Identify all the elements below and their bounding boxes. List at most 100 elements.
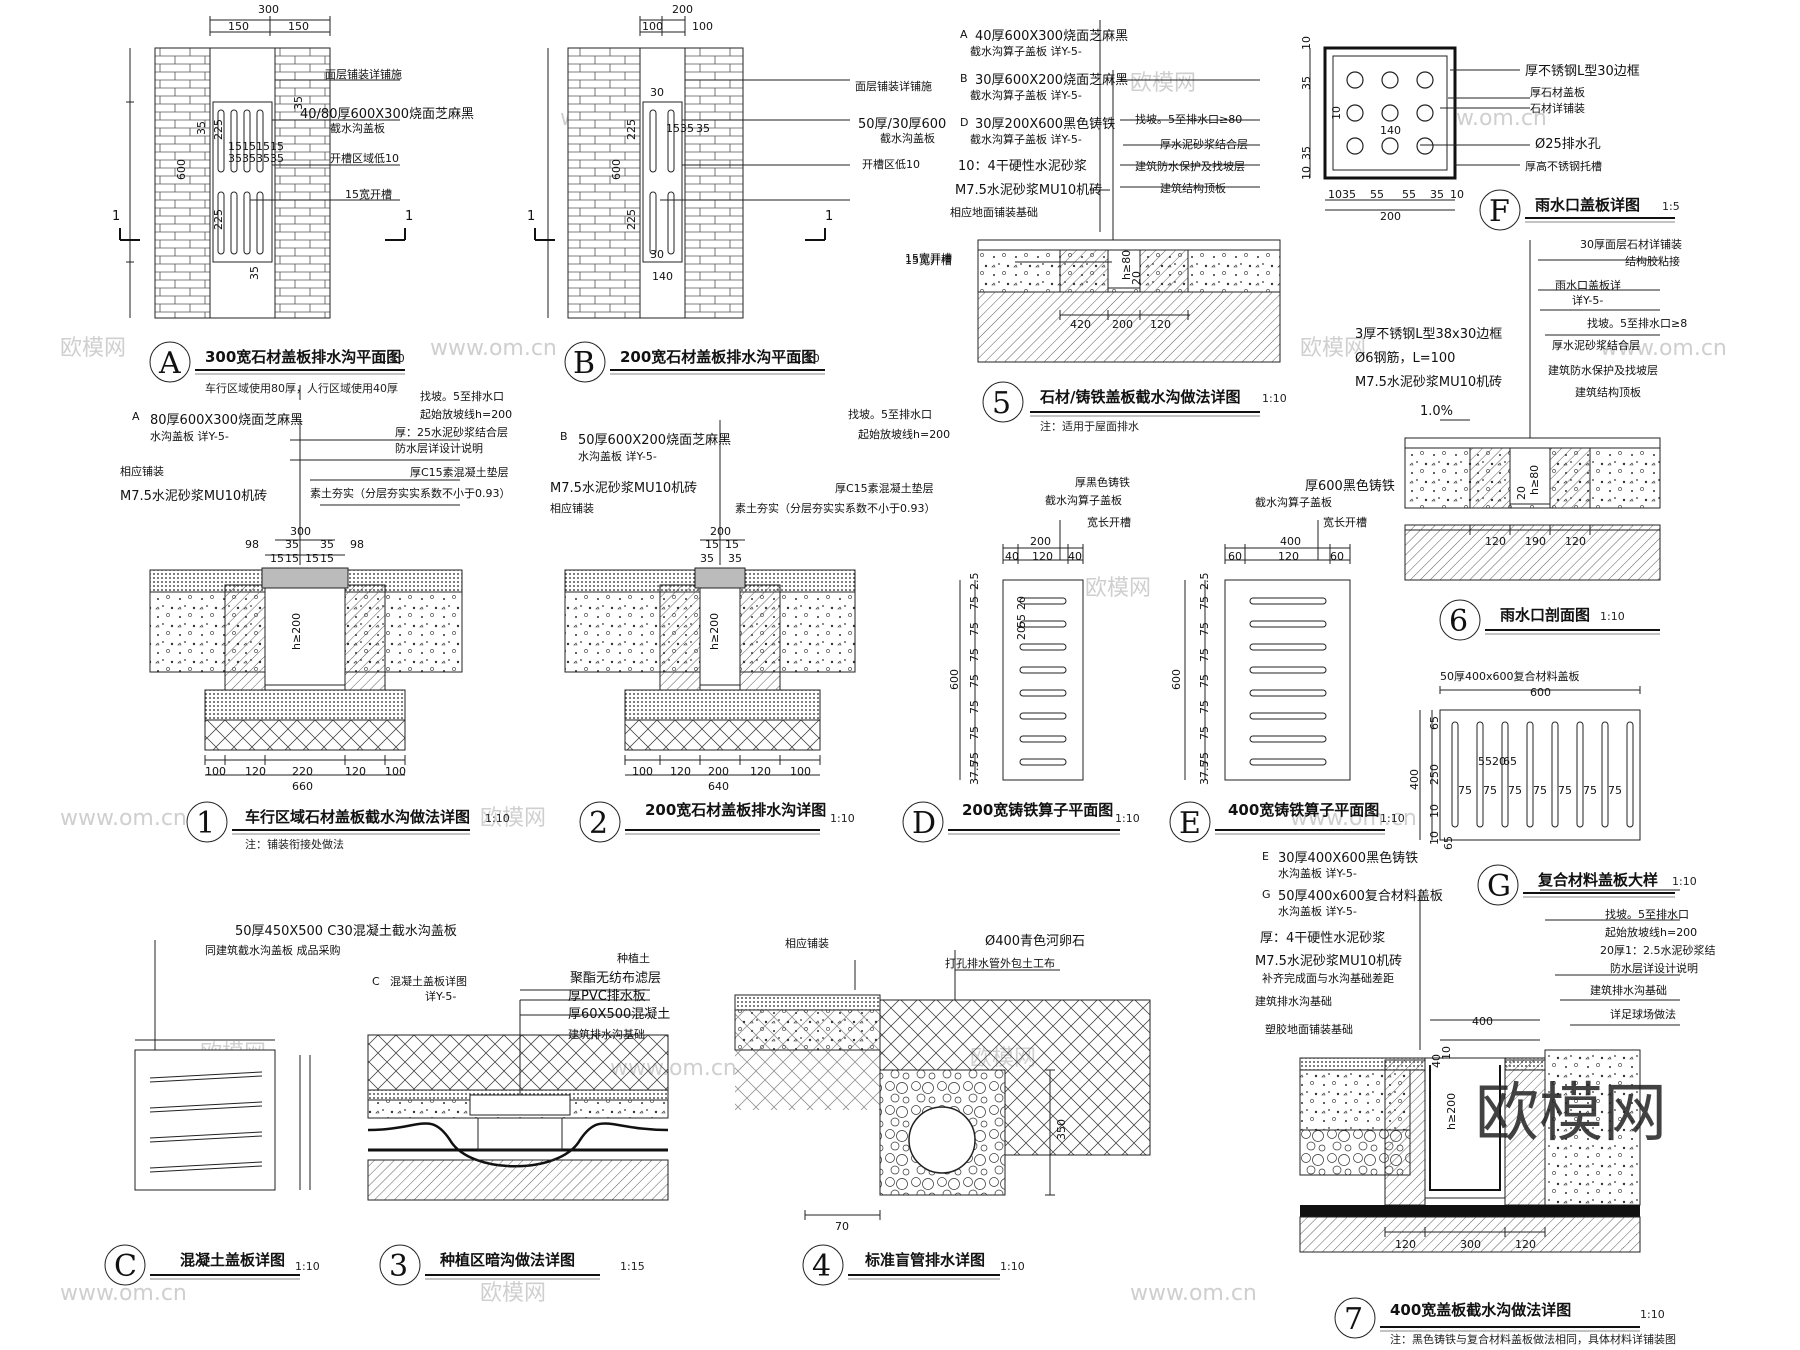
scale-d: 1:10 bbox=[1115, 812, 1140, 825]
panel-g-plan bbox=[1419, 686, 1675, 906]
dim-f-v10c: 10 bbox=[1330, 106, 1343, 120]
dim-7-40: 40 bbox=[1430, 1054, 1443, 1068]
grate-slot bbox=[1249, 689, 1327, 697]
title-4: 标准盲管排水详图 bbox=[864, 1251, 985, 1269]
note-5: 注：适用于屋面排水 bbox=[1040, 419, 1139, 433]
section-4-text: 相应铺装 Ø400青色河卵石 打孔排水管外包土工布 350 70 4 标准盲管排… bbox=[785, 933, 1085, 1284]
dim-5-120: 120 bbox=[1150, 318, 1171, 331]
grate-slot bbox=[1249, 758, 1327, 766]
dim-d-2.5: 2.5 bbox=[968, 573, 981, 591]
ref7-e-code: E bbox=[1262, 850, 1269, 863]
composite-slot bbox=[1501, 721, 1509, 828]
dim-15c: 15 bbox=[256, 140, 270, 153]
dim-b-100b: 100 bbox=[692, 20, 713, 33]
ref5-d-line2: 截水沟算子盖板 详Y-5- bbox=[970, 132, 1082, 146]
dim-6-190: 190 bbox=[1525, 535, 1546, 548]
label-5-8: 15宽开槽 bbox=[905, 253, 952, 267]
dim-d-75a: 75 bbox=[968, 596, 981, 610]
composite-slot bbox=[1601, 721, 1609, 828]
section-mark-1: 1 bbox=[112, 209, 120, 224]
dim-1-15d: 15 bbox=[320, 552, 334, 565]
title-b: 200宽石材盖板排水沟平面图 bbox=[620, 348, 816, 366]
dim-1-35b: 35 bbox=[320, 538, 334, 551]
composite-slot bbox=[1551, 721, 1559, 828]
dim-g-75a: 75 bbox=[1458, 784, 1472, 797]
dim-35: 35 bbox=[292, 96, 305, 110]
label-7-10: 建筑排水沟基础 bbox=[1255, 994, 1332, 1008]
watermark-logo: 欧模网 bbox=[1475, 1077, 1667, 1151]
note-7: 注：黑色铸铁与复合材料盖板做法相同，具体材料详铺装图 bbox=[1390, 1332, 1676, 1346]
dim-2-120b: 120 bbox=[750, 765, 771, 778]
grate-slot bbox=[1249, 666, 1327, 674]
label-5-3: 建筑防水保护及找坡层 bbox=[1135, 159, 1245, 173]
panel-d-text: 厚黑色铸铁 截水沟算子盖板 宽长开槽 200 40 120 40 600 75 … bbox=[912, 475, 1140, 841]
dim-f-200: 200 bbox=[1380, 210, 1401, 223]
dim-1-100: 100 bbox=[205, 765, 226, 778]
section-mark-b1b: 1 bbox=[825, 209, 833, 224]
composite-slot bbox=[1476, 721, 1484, 828]
dim-g-250: 250 bbox=[1428, 764, 1441, 785]
dim-d-75f: 75 bbox=[968, 726, 981, 740]
label-1-2: 起始放坡线h=200 bbox=[420, 407, 512, 421]
label-7-7: 厚：4干硬性水泥砂浆 bbox=[1260, 931, 1385, 946]
ref2-line2: 水沟盖板 详Y-5- bbox=[578, 449, 657, 463]
panel-f-text: 厚不锈钢L型30边框 厚石材盖板 石材详铺装 Ø25排水孔 厚高不锈钢托槽 10… bbox=[1300, 36, 1680, 229]
dim-f-v35b: 35 bbox=[1300, 146, 1313, 160]
dim-35b: 35 bbox=[248, 266, 261, 280]
dim-5-420: 420 bbox=[1070, 318, 1091, 331]
watermark-text: www.om.cn bbox=[1130, 1281, 1257, 1306]
mark-d: D bbox=[912, 806, 936, 841]
dim-150b: 150 bbox=[288, 20, 309, 33]
dim-g-75b: 75 bbox=[1483, 784, 1497, 797]
section-1 bbox=[149, 385, 470, 843]
title-g: 复合材料盖板大样 bbox=[1537, 871, 1658, 889]
panel-e-text: 厚600黑色铸铁 截水沟算子盖板 宽长开槽 400 60 120 60 600 … bbox=[1170, 478, 1405, 841]
ref5-b-line2: 截水沟算子盖板 详Y-5- bbox=[970, 88, 1082, 102]
grate-slot bbox=[1019, 643, 1067, 651]
title-d: 200宽铸铁算子平面图 bbox=[962, 801, 1113, 819]
label-b3: 截水沟盖板 bbox=[880, 131, 935, 145]
dim-1-300: 300 bbox=[290, 525, 311, 538]
dim-b-100: 100 bbox=[642, 20, 663, 33]
dim-d-55: 55 bbox=[1015, 614, 1028, 628]
label-a2: 40/80厚600X300烧面芝麻黑 bbox=[300, 106, 474, 122]
section-4 bbox=[734, 950, 1151, 1286]
grate-slot bbox=[1249, 712, 1327, 720]
dim-1-660: 660 bbox=[292, 780, 313, 793]
label-4-1: 相应铺装 bbox=[785, 936, 829, 950]
dim-7-120b: 120 bbox=[1515, 1238, 1536, 1251]
label-6-8: 建筑结构顶板 bbox=[1575, 385, 1641, 399]
label-5-7: 相应地面铺装基础 bbox=[950, 205, 1038, 219]
dim-e-2.5: 2.5 bbox=[1198, 573, 1211, 591]
label-5-5: 10：4干硬性水泥砂浆 bbox=[958, 159, 1087, 174]
label-5-1: 找坡。5至排水口≥80 bbox=[1135, 112, 1242, 126]
label-e3: 宽长开槽 bbox=[1323, 515, 1367, 529]
dim-5-20: 20 bbox=[1130, 271, 1143, 285]
dim-1-35: 35 bbox=[285, 538, 299, 551]
watermark-text: www.om.cn bbox=[430, 336, 557, 361]
dim-f-10b: 10 bbox=[1450, 188, 1464, 201]
label-c2: 同建筑截水沟盖板 成品采购 bbox=[205, 943, 341, 957]
dim-6-20: 20 bbox=[1515, 486, 1528, 500]
dim-d-37.5: 37.5 bbox=[968, 761, 981, 786]
dim-g-65v: 65 bbox=[1428, 716, 1441, 730]
grate-slot bbox=[1019, 666, 1067, 674]
title-c: 混凝土盖板详图 bbox=[180, 1251, 285, 1269]
dim-g-10b: 10 bbox=[1428, 831, 1441, 845]
ref7-e-line1: 30厚400X600黑色铸铁 bbox=[1278, 850, 1418, 866]
section-5-text: A 40厚600X300烧面芝麻黑 截水沟算子盖板 详Y-5- B 30厚600… bbox=[905, 28, 1287, 433]
section-6 bbox=[1404, 240, 1661, 641]
dim-d-75b: 75 bbox=[968, 622, 981, 636]
grate-slot bbox=[1019, 689, 1067, 697]
dim-4-70: 70 bbox=[835, 1220, 849, 1233]
title-f: 雨水口盖板详图 bbox=[1535, 196, 1640, 214]
ref7-g-line2: 水沟盖板 详Y-5- bbox=[1278, 904, 1357, 918]
ref2-line1: 50厚600X200烧面芝麻黑 bbox=[578, 432, 731, 448]
dim-35c: 35 bbox=[228, 152, 242, 165]
scale-e: 1:10 bbox=[1380, 812, 1405, 825]
dim-e-75e: 75 bbox=[1198, 700, 1211, 714]
dim-e-120: 120 bbox=[1278, 550, 1299, 563]
dim-1-15c: 15 bbox=[305, 552, 319, 565]
dim-g-20: 20 bbox=[1492, 755, 1506, 768]
section-2-text: B 50厚600X200烧面芝麻黑 水沟盖板 详Y-5- 找坡。5至排水口 起始… bbox=[550, 407, 950, 841]
